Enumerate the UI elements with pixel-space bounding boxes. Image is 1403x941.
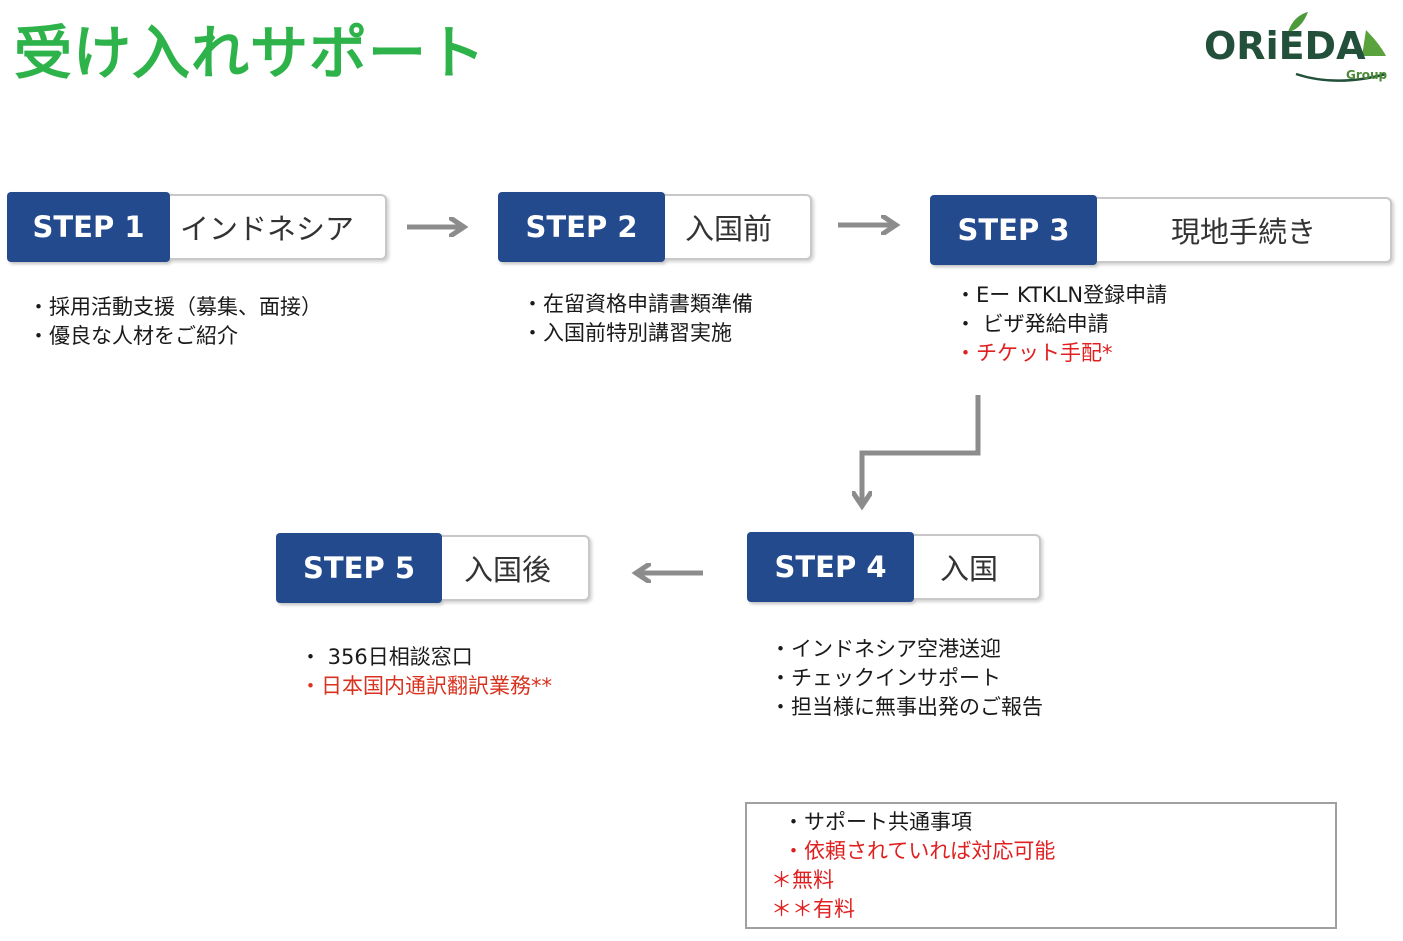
step-2-items: ・在留資格申請書類準備 ・入国前特別講習実施: [522, 290, 753, 348]
arrow-step3-to-step4: [862, 395, 981, 506]
list-item: ・チケット手配*: [955, 341, 1113, 365]
step-1-items: ・採用活動支援（募集、面接） ・優良な人材をご紹介: [28, 293, 322, 351]
list-item: ・インドネシア空港送迎: [770, 637, 1001, 661]
step-1-label: インドネシア: [170, 194, 387, 260]
legend-common: ・サポート共通事項: [783, 810, 972, 834]
step-2-label: 入国前: [665, 194, 812, 260]
logo-text: ORiEDA: [1204, 24, 1366, 68]
step-4-label: 入国: [914, 534, 1041, 600]
legend-box: ・サポート共通事項 ・依頼されていれば対応可能 ＊無料 ＊＊有料: [745, 802, 1337, 929]
list-item: ・チェックインサポート: [770, 666, 1001, 690]
step-5-items: ・ 356日相談窓口 ・日本国内通訳翻訳業務**: [300, 643, 552, 701]
list-item: ・ 356日相談窓口: [300, 645, 473, 669]
list-item: ・優良な人材をご紹介: [28, 324, 238, 348]
step-3-label: 現地手続き: [1097, 197, 1392, 263]
logo-subtext: Group: [1346, 68, 1388, 82]
list-item: ・採用活動支援（募集、面接）: [28, 295, 322, 319]
orieda-logo: ORiEDA Group: [1196, 8, 1396, 88]
legend-on-request: ・依頼されていれば対応可能: [783, 839, 1056, 863]
legend-paid: ＊＊有料: [771, 897, 855, 921]
step-5-label: 入国後: [442, 535, 590, 601]
step-3-badge: STEP 3: [930, 195, 1097, 265]
list-item: ・入国前特別講習実施: [522, 321, 732, 345]
step-1-badge: STEP 1: [7, 192, 170, 262]
list-item: ・ ビザ発給申請: [955, 312, 1109, 336]
step-4-items: ・インドネシア空港送迎 ・チェックインサポート ・担当様に無事出発のご報告: [770, 635, 1043, 722]
step-3-items: ・Eー KTKLN登録申請 ・ ビザ発給申請 ・チケット手配*: [955, 281, 1167, 368]
step-5-badge: STEP 5: [276, 533, 442, 603]
list-item: ・日本国内通訳翻訳業務**: [300, 674, 552, 698]
list-item: ・Eー KTKLN登録申請: [955, 283, 1168, 307]
step-4-badge: STEP 4: [747, 532, 914, 602]
page-title: 受け入れサポート: [14, 19, 487, 87]
legend-free: ＊無料: [771, 868, 834, 892]
list-item: ・担当様に無事出発のご報告: [770, 695, 1043, 719]
list-item: ・在留資格申請書類準備: [522, 292, 753, 316]
leaf-icon: [1288, 12, 1387, 82]
step-2-badge: STEP 2: [498, 192, 665, 262]
